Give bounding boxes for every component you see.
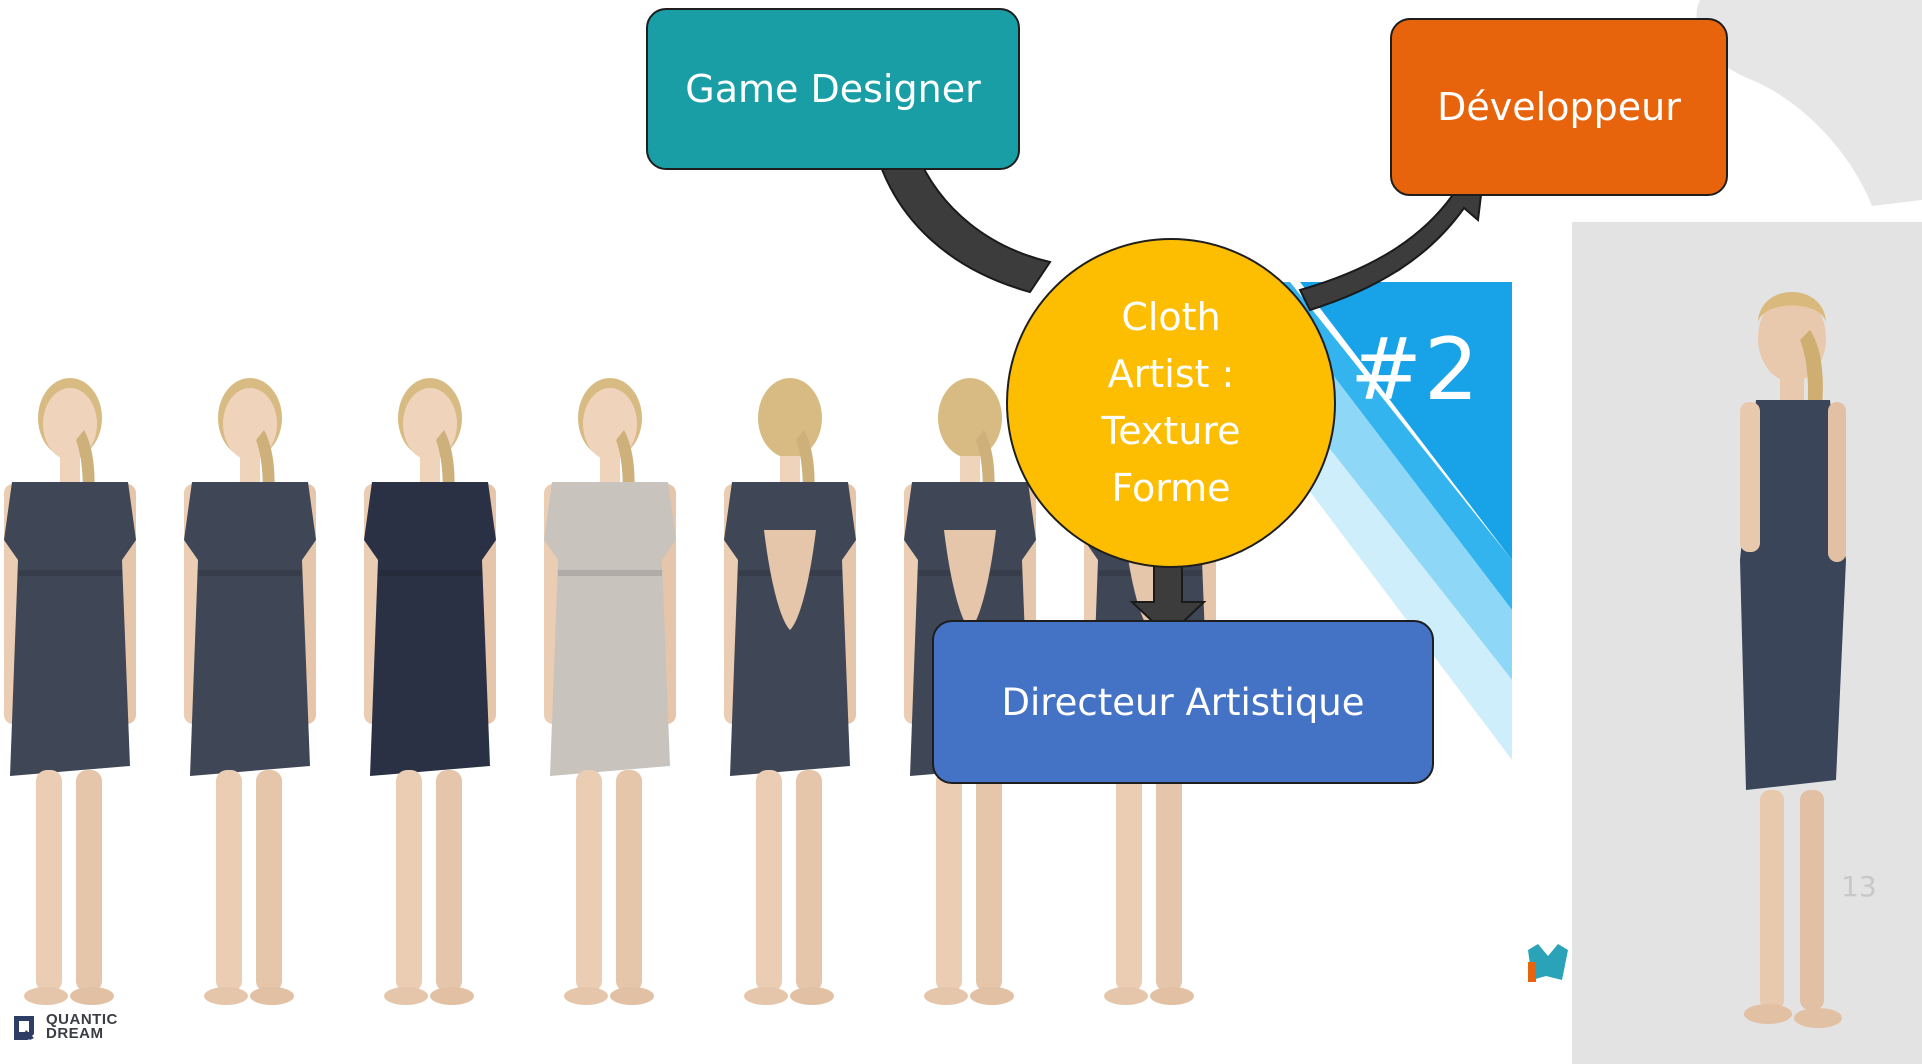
figure [4,378,136,1005]
directeur-artistique-node: Directeur Artistique [932,620,1434,784]
quantic-dream-logo-icon [14,1016,34,1040]
connector-gd-to-cloth [874,151,1052,294]
cloth-artist-line: Texture [1101,409,1241,453]
game-designer-label: Game Designer [685,67,981,111]
game-designer-node: Game Designer [646,8,1020,170]
figure [184,378,316,1005]
figure [544,378,676,1005]
directeur-artistique-label: Directeur Artistique [1001,680,1365,724]
top-right-swirl [1696,0,1922,206]
figure [364,378,496,1005]
tag-number: #2 [1350,320,1481,420]
cloth-artist-line: Forme [1111,466,1231,510]
slide-number: 13 [1841,870,1877,903]
right-figure [1740,292,1846,1028]
cloth-artist-node: Cloth Artist : Texture Forme [1006,238,1336,568]
quantic-dream-logo: QUANTIC DREAM [10,1012,118,1042]
cloth-artist-line: Artist : [1107,352,1235,396]
developpeur-label: Développeur [1437,85,1681,129]
md-logo-mark [1528,944,1568,982]
logo-line: QUANTIC [46,1011,118,1028]
developpeur-node: Développeur [1390,18,1728,196]
logo-line: DREAM [46,1025,104,1042]
figure [724,378,856,1005]
cloth-artist-line: Cloth [1121,295,1221,339]
